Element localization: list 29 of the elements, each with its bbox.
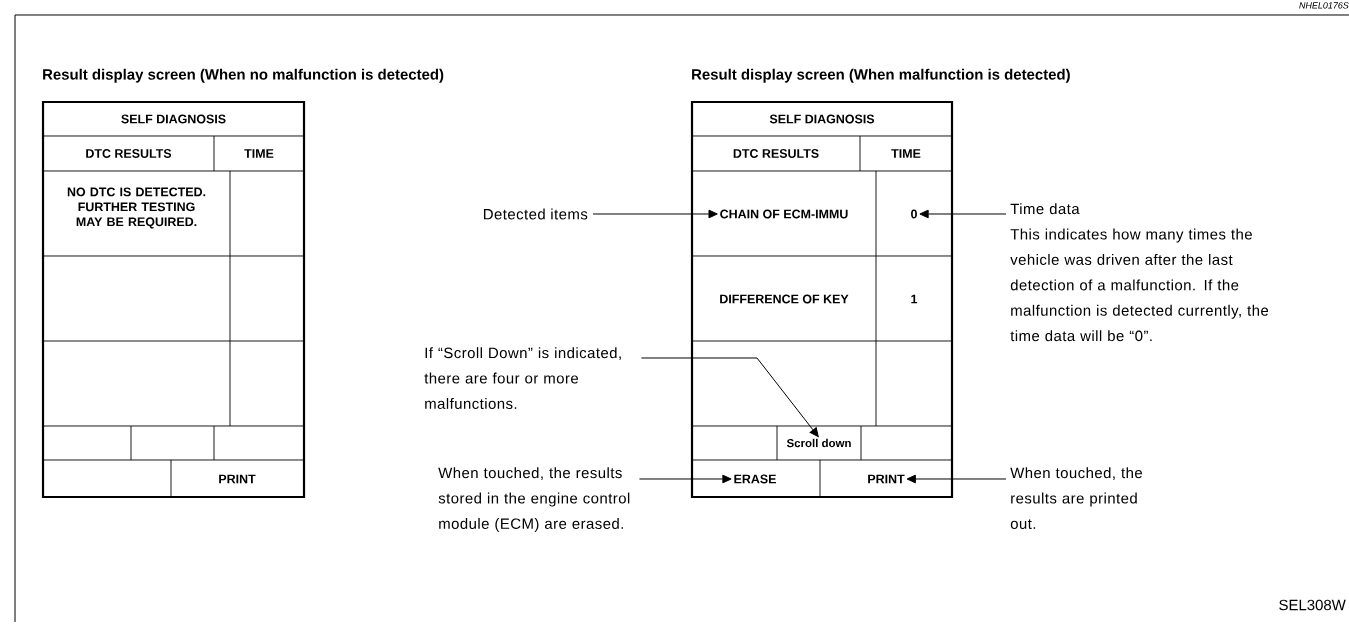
screen-text: TIME <box>891 149 921 158</box>
screen-text: SELF DIAGNOSIS <box>769 114 875 124</box>
node-label: Result display screen (When no malfunction is detected) <box>43 68 444 83</box>
screen-text: TIME <box>244 149 274 158</box>
screen-text: DTC RESULTS <box>86 149 172 158</box>
screen-text: DIFFERENCE OF KEY <box>720 294 849 304</box>
annotation-text: When touched, the results are printed out. <box>1010 467 1142 529</box>
screen-text: SELF DIAGNOSIS <box>121 114 226 124</box>
screen-text: PRINT <box>868 474 905 484</box>
arrow <box>640 357 819 438</box>
arrow <box>919 209 1007 219</box>
screen-text: ERASE <box>734 474 776 484</box>
screen-text: CHAIN OF ECM-IMMU <box>720 209 848 219</box>
screen-text: 1 <box>911 294 918 304</box>
screen-text: 0 <box>911 209 917 219</box>
figure-code: NHEL0176S <box>1299 2 1349 9</box>
screen-text: PRINT <box>219 474 256 484</box>
annotation-text: If “Scroll Down” is indicated, there are four or more malfunctions. <box>424 347 621 409</box>
annotation-text: Time data This indicates how many times the vehicle was driven after the last detection of a malfunction. If the malfunction is detected currently, the time data will be “0”. <box>1010 203 1269 342</box>
node-label: Result display screen (When malfunction is detected) <box>692 68 1070 83</box>
annotation-text: When touched, the results stored in the engine control module (ECM) are erased. <box>438 467 630 532</box>
screen-text: Scroll down <box>786 438 851 448</box>
arrow <box>906 474 1007 484</box>
figure-code: SEL308W <box>1279 599 1346 611</box>
arrow <box>592 209 718 219</box>
arrow <box>638 474 732 484</box>
annotation-text: Detected items <box>484 208 588 220</box>
screen-text: DTC RESULTS <box>733 149 819 158</box>
screen-text: NO DTC IS DETECTED. FURTHER TESTING MAY BE REQUIRED. <box>67 187 206 229</box>
